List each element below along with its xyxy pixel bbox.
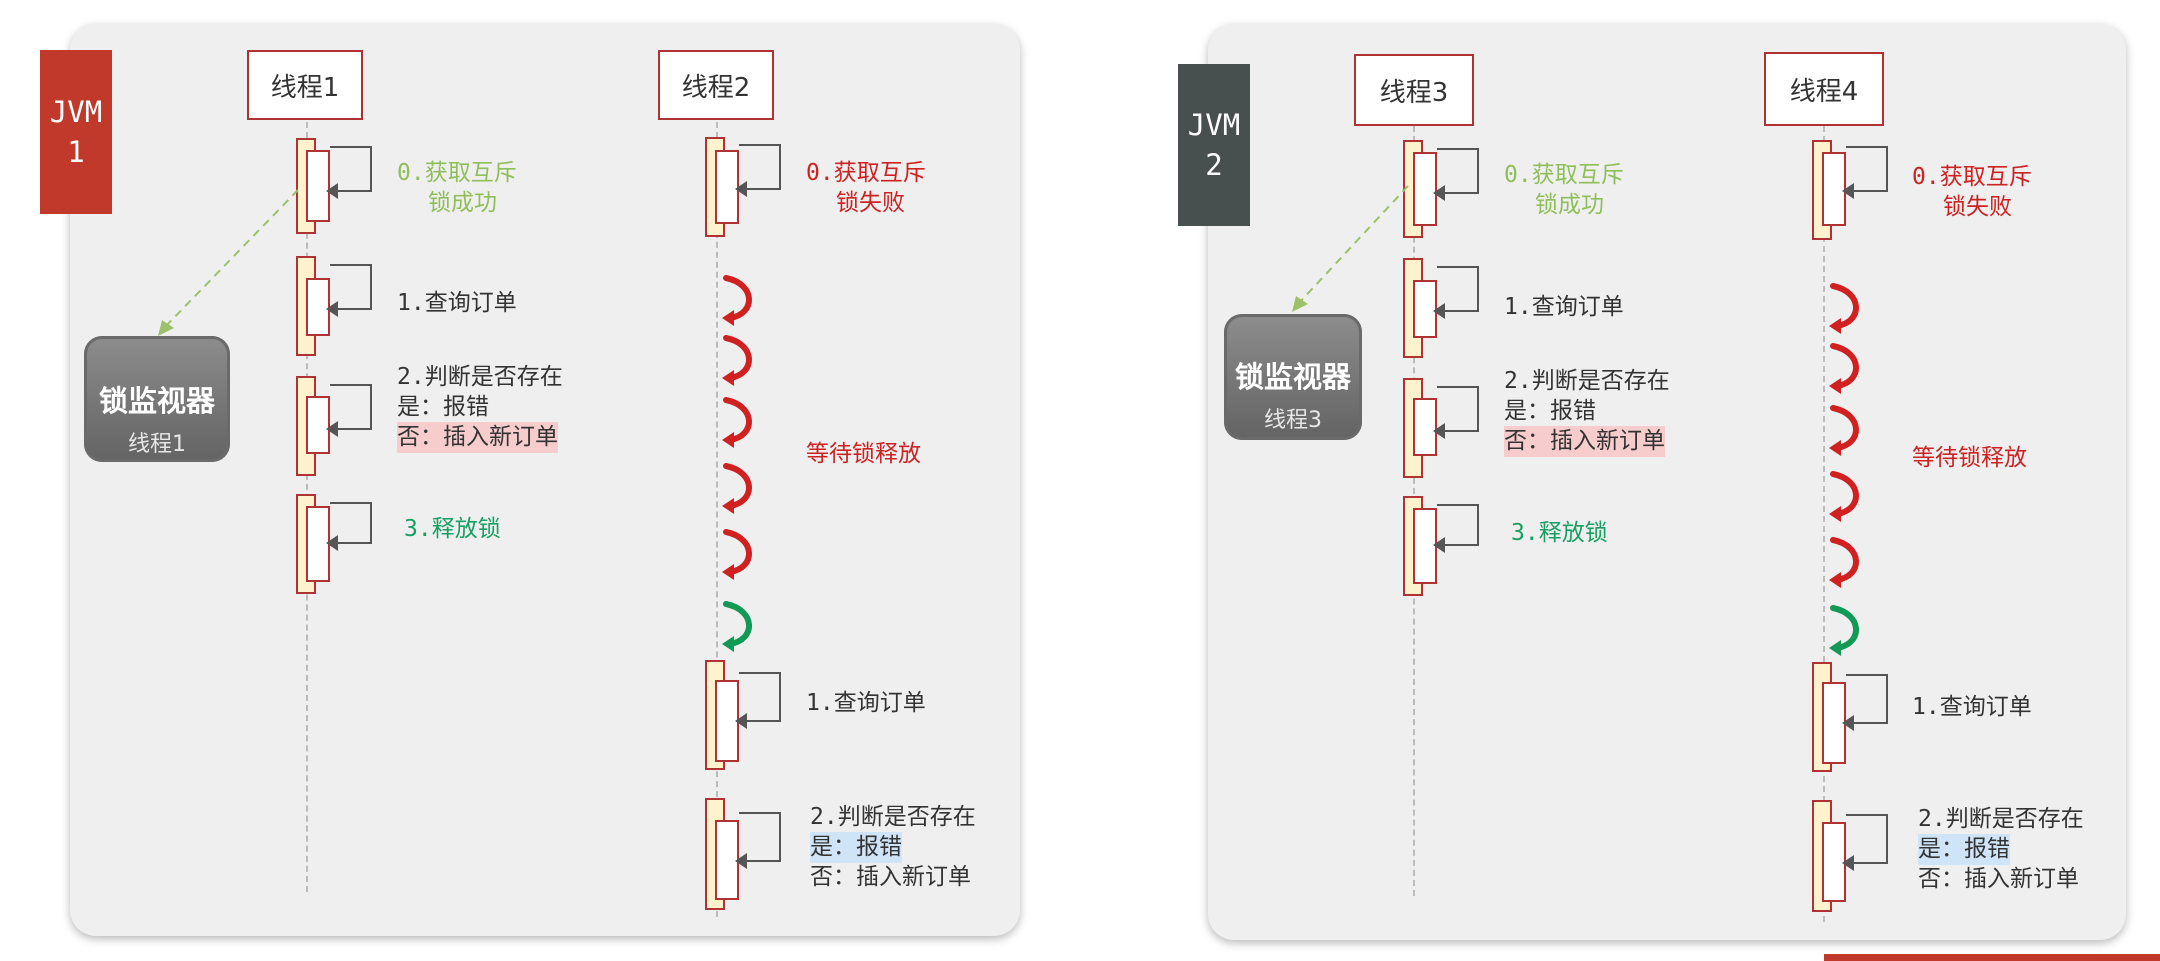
t1-step1: 1.查询订单 bbox=[397, 290, 517, 316]
t1-step2-line2: 是：报错 bbox=[397, 394, 489, 420]
t4-acquire-arrow-icon bbox=[1829, 605, 1859, 656]
monitor1-owner: 线程1 bbox=[128, 432, 186, 457]
retry-arrow-icon bbox=[723, 529, 752, 575]
retry-arrow-icon bbox=[1830, 283, 1859, 329]
t2-step0-line1: 0.获取互斥 bbox=[806, 160, 926, 186]
t4-step2-line1: 2.判断是否存在 bbox=[1918, 806, 2084, 832]
t4-step1: 1.查询订单 bbox=[1912, 694, 2032, 720]
t2-step2-line3: 否：插入新订单 bbox=[810, 864, 971, 890]
t3-step3: 3.释放锁 bbox=[1511, 520, 1608, 546]
t1-step3: 3.释放锁 bbox=[404, 516, 501, 542]
t4-step2-line2: 是：报错 bbox=[1918, 834, 2010, 865]
t1-step0-line2: 锁成功 bbox=[428, 190, 497, 216]
t4-step0-line1: 0.获取互斥 bbox=[1912, 164, 2032, 190]
lock-monitor-1: 锁监视器 线程1 bbox=[84, 336, 230, 462]
thread1-box: 线程1 bbox=[247, 50, 363, 120]
t3-step2-line3: 否：插入新订单 bbox=[1504, 426, 1665, 457]
retry-arrow-icon bbox=[1830, 343, 1859, 389]
thread4-box: 线程4 bbox=[1764, 52, 1884, 126]
right-diagram-panel bbox=[1208, 24, 2126, 940]
t4-step2-line3: 否：插入新订单 bbox=[1918, 866, 2079, 892]
thread2-box: 线程2 bbox=[658, 50, 774, 120]
t2-wait-label: 等待锁释放 bbox=[806, 441, 921, 467]
t2-step0-line2: 锁失败 bbox=[836, 190, 905, 216]
t3-step0-line2: 锁成功 bbox=[1535, 192, 1604, 218]
retry-arrow-icon bbox=[1830, 537, 1859, 583]
t3-step0-line1: 0.获取互斥 bbox=[1504, 162, 1624, 188]
monitor1-title: 锁监视器 bbox=[98, 384, 215, 418]
retry-arrow-icon bbox=[1830, 471, 1859, 517]
t2-wait-arcs bbox=[722, 275, 752, 580]
t4-wait-arcs bbox=[1829, 283, 1859, 588]
t4-wait-label: 等待锁释放 bbox=[1912, 445, 2027, 471]
retry-arrow-icon bbox=[723, 275, 752, 321]
t2-step1: 1.查询订单 bbox=[806, 690, 926, 716]
retry-arrow-icon bbox=[723, 463, 752, 509]
monitor2-title: 锁监视器 bbox=[1234, 360, 1351, 394]
t2-step2-line2: 是：报错 bbox=[810, 832, 902, 863]
thread2-lifeline bbox=[716, 122, 718, 917]
monitor1-link-arrow bbox=[158, 189, 299, 336]
jvm1-tag: JVM 1 bbox=[40, 50, 112, 214]
thread3-box: 线程3 bbox=[1354, 54, 1474, 126]
jvm2-tag: JVM 2 bbox=[1178, 64, 1250, 226]
retry-arrow-icon bbox=[723, 397, 752, 443]
monitor2-owner: 线程3 bbox=[1264, 408, 1322, 433]
monitor2-link-arrow bbox=[1292, 185, 1409, 312]
retry-arrow-icon bbox=[723, 335, 752, 381]
t3-step2-line2: 是：报错 bbox=[1504, 398, 1596, 424]
t1-step2-line1: 2.判断是否存在 bbox=[397, 364, 563, 390]
lock-monitor-2: 锁监视器 线程3 bbox=[1224, 314, 1362, 440]
t1-step2-line3: 否：插入新订单 bbox=[397, 422, 558, 453]
t2-step2-line1: 2.判断是否存在 bbox=[810, 804, 976, 830]
thread4-lifeline bbox=[1823, 126, 1825, 922]
t3-step1: 1.查询订单 bbox=[1504, 294, 1624, 320]
retry-arrow-icon bbox=[1830, 405, 1859, 451]
left-diagram-panel bbox=[70, 24, 1020, 936]
t2-acquire-arrow-icon bbox=[722, 601, 752, 652]
t4-step0-line2: 锁失败 bbox=[1943, 194, 2012, 220]
t3-step2-line1: 2.判断是否存在 bbox=[1504, 368, 1670, 394]
t1-step0-line1: 0.获取互斥 bbox=[397, 160, 517, 186]
corner-accent bbox=[1824, 954, 2160, 961]
